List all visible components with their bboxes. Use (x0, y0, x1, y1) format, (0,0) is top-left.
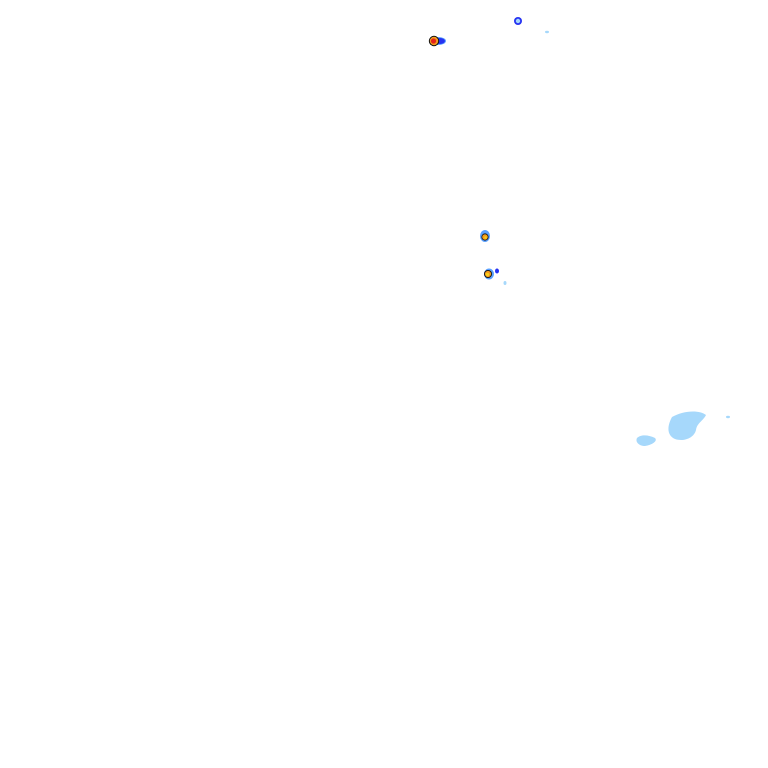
echo-speck-north-east (545, 30, 549, 34)
echo-cell-center-lower (484, 268, 507, 285)
echo-area-east-small (636, 435, 656, 446)
echo-cell-north-west (428, 35, 446, 47)
echo-cell-north-ring (514, 17, 522, 25)
echo-area-east-large (668, 411, 730, 440)
echo-cell-center-upper (480, 230, 490, 242)
